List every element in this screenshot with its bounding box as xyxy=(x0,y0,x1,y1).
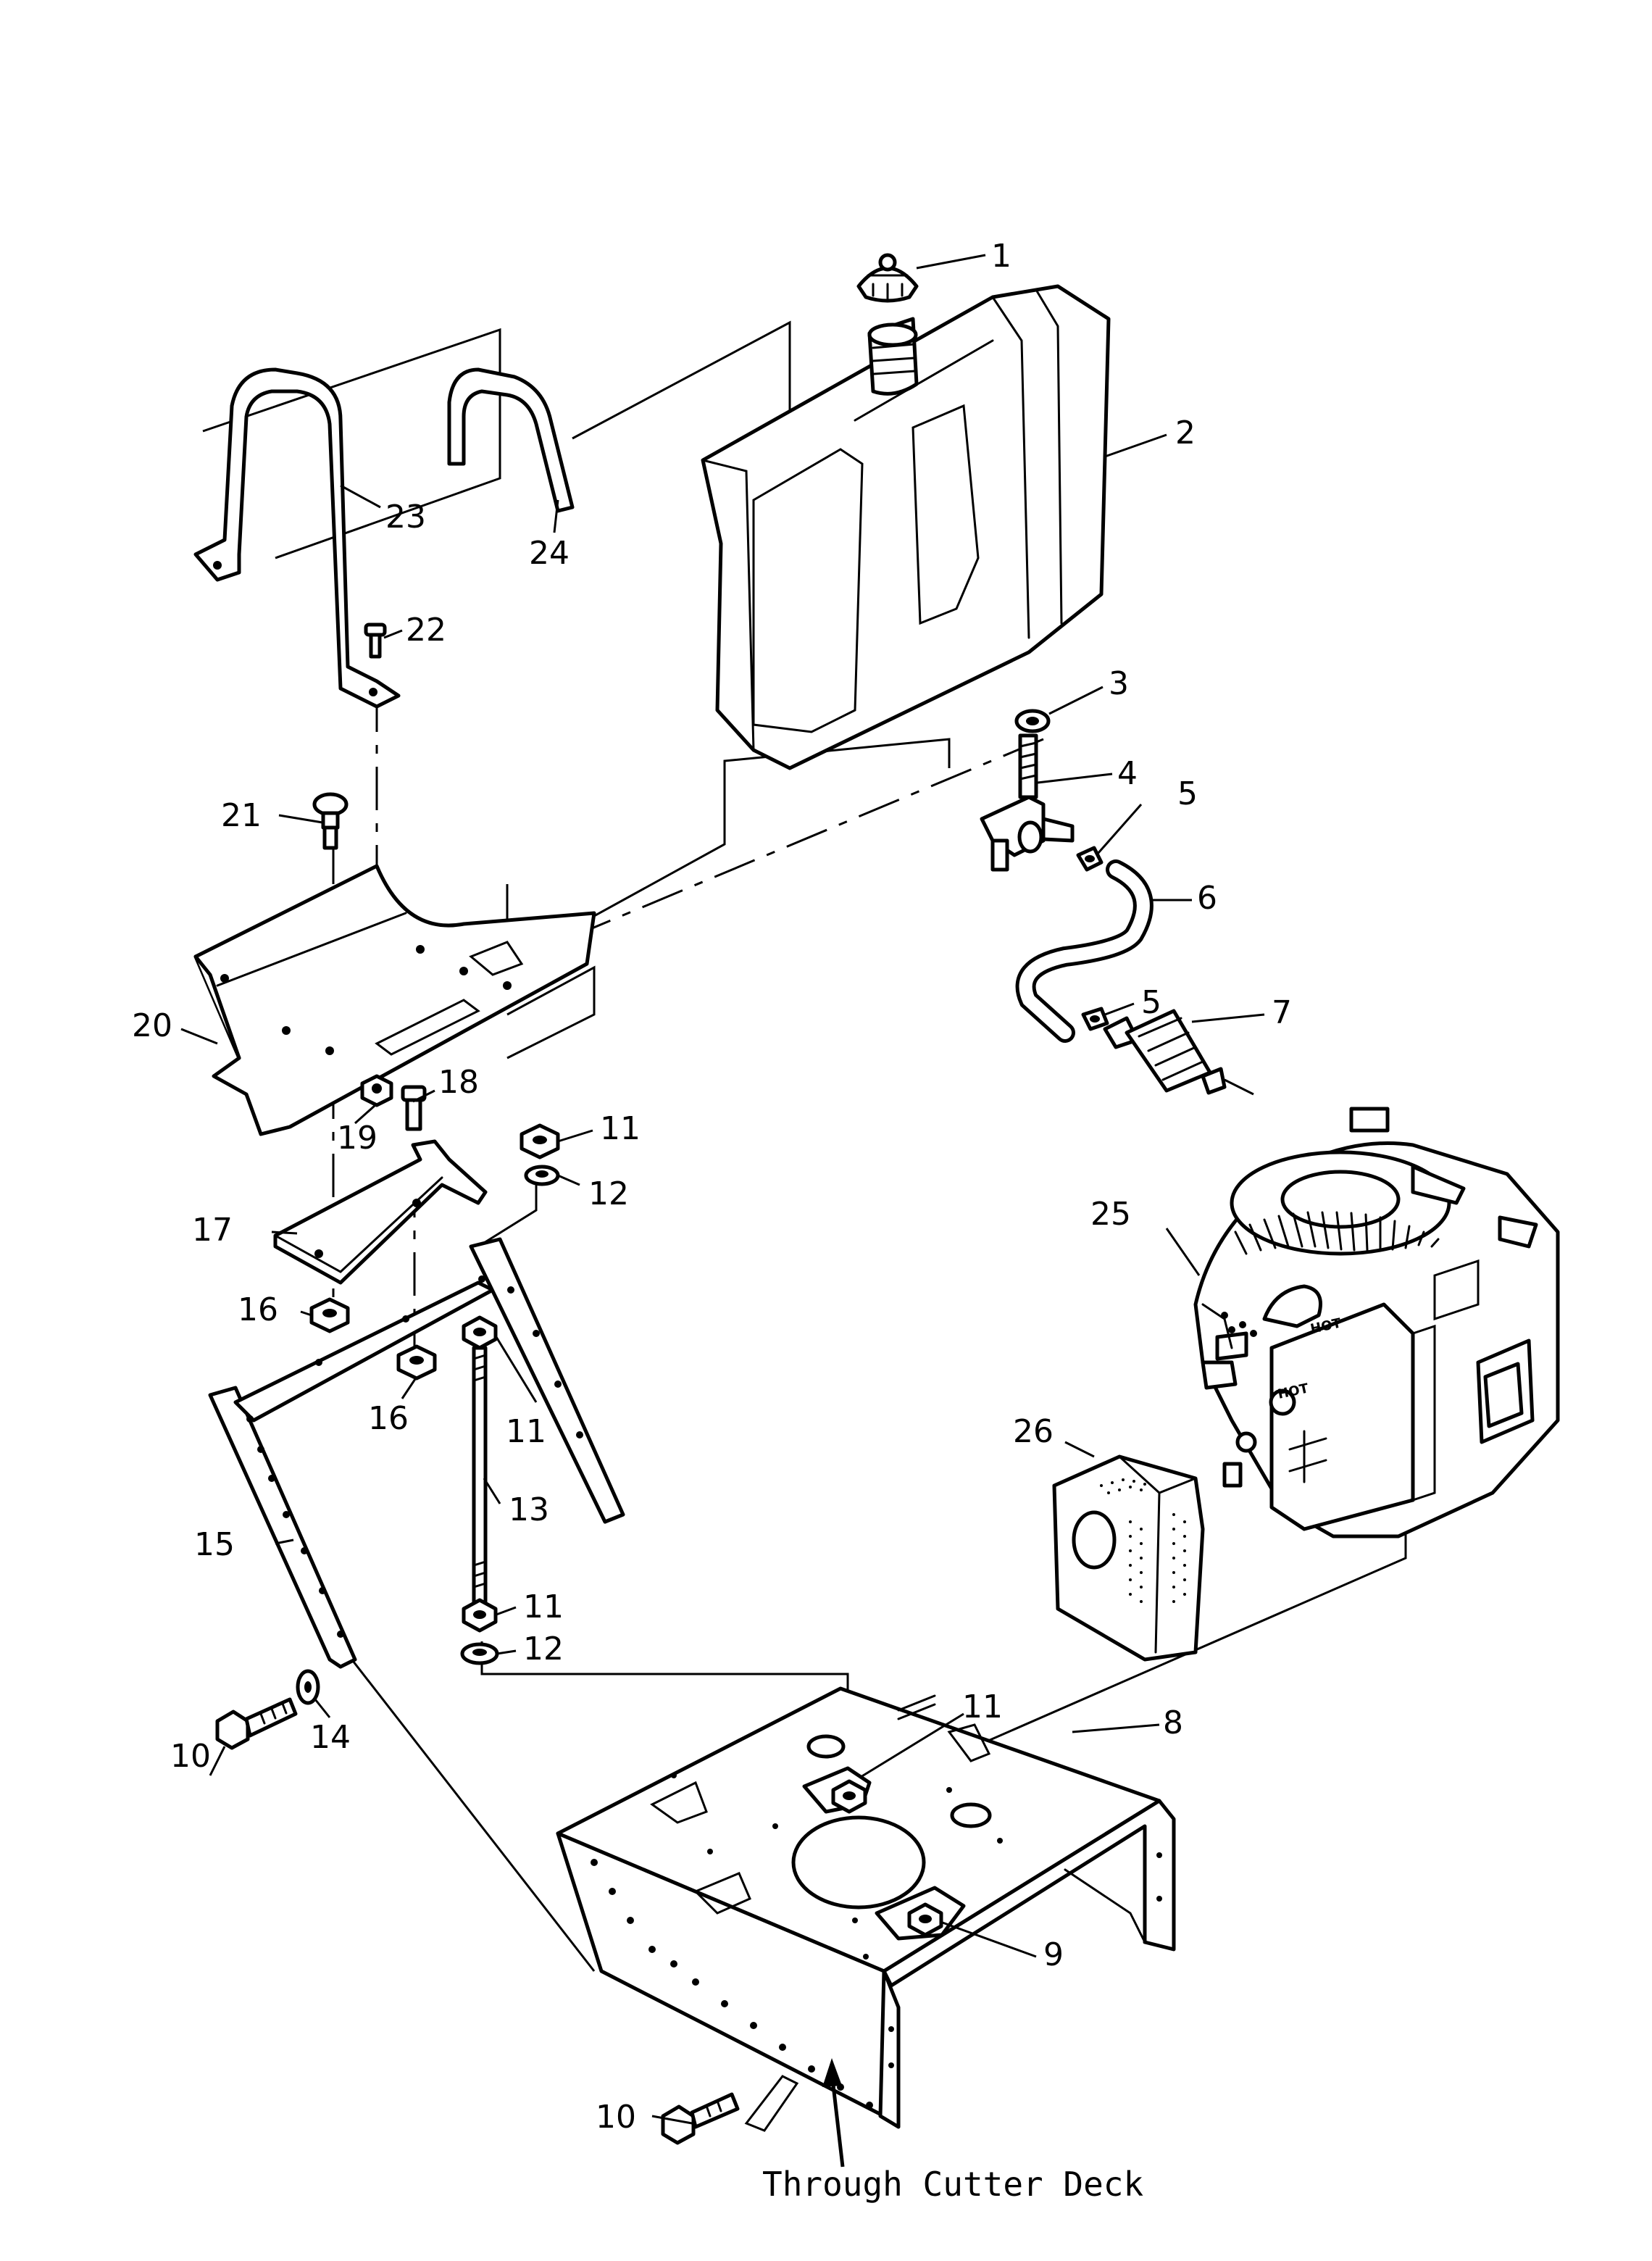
label-16-left: 16 xyxy=(238,1291,278,1328)
washer-14 xyxy=(296,1669,320,1705)
engine: HOT HOT xyxy=(1193,1107,1560,1538)
label-11-top: 11 xyxy=(600,1110,641,1147)
label-24: 24 xyxy=(529,535,570,572)
label-21: 21 xyxy=(221,797,262,834)
muffler-guard xyxy=(1052,1454,1205,1662)
label-7: 7 xyxy=(1272,994,1292,1031)
label-19: 19 xyxy=(337,1120,377,1157)
bolt-18 xyxy=(401,1085,427,1131)
label-22: 22 xyxy=(406,612,446,649)
tank-strap-front xyxy=(447,367,575,513)
support-frame xyxy=(208,1237,625,1669)
bolt-10-lower xyxy=(661,2092,740,2145)
tank-strap-rear xyxy=(193,367,401,709)
deck-plate xyxy=(556,1686,1176,2132)
fuel-cap xyxy=(856,253,919,303)
label-25: 25 xyxy=(1090,1196,1131,1233)
washer-12-top xyxy=(524,1165,560,1186)
cutter-deck-arrow xyxy=(822,2058,845,2168)
strap-bolt xyxy=(364,622,387,659)
label-3: 3 xyxy=(1109,665,1129,702)
label-2: 2 xyxy=(1175,415,1196,451)
part-labels: 1 2 3 4 5 6 5 7 8 9 10 10 11 11 11 11 12… xyxy=(132,238,1292,2136)
label-13: 13 xyxy=(509,1491,549,1528)
hose-clamp-upper xyxy=(1076,846,1104,872)
mounting-bracket xyxy=(273,1139,488,1285)
label-15: 15 xyxy=(194,1526,235,1563)
label-11-rod: 11 xyxy=(506,1413,546,1450)
label-4: 4 xyxy=(1117,755,1138,792)
label-26: 26 xyxy=(1013,1413,1054,1450)
fuel-tank xyxy=(701,284,1111,770)
carriage-bolt xyxy=(312,792,349,850)
label-5-lower: 5 xyxy=(1141,984,1161,1021)
label-5-upper: 5 xyxy=(1177,775,1198,812)
label-10-left: 10 xyxy=(170,1738,211,1775)
fuel-filter xyxy=(1103,1009,1254,1096)
label-8: 8 xyxy=(1163,1704,1183,1741)
leader-lines xyxy=(180,254,1265,2125)
label-6: 6 xyxy=(1197,880,1217,917)
nut-16-right xyxy=(396,1344,437,1381)
threaded-rod xyxy=(460,1315,499,1665)
label-20: 20 xyxy=(132,1007,172,1044)
label-23: 23 xyxy=(385,499,426,536)
label-14: 14 xyxy=(310,1719,351,1756)
nut-11-top xyxy=(520,1123,560,1159)
nut-19 xyxy=(360,1074,393,1107)
muffler-vents xyxy=(1100,1478,1186,1603)
nut-16-left xyxy=(309,1297,350,1333)
label-12-top: 12 xyxy=(588,1175,629,1212)
cutter-deck-note: Through Cutter Deck xyxy=(762,2165,1143,2204)
label-17: 17 xyxy=(192,1212,233,1249)
fuel-valve xyxy=(980,733,1075,872)
grommet xyxy=(1014,709,1051,733)
bolt-10-left xyxy=(215,1697,298,1750)
hose-clamp-lower xyxy=(1081,1007,1109,1031)
label-16-right: 16 xyxy=(368,1400,409,1437)
label-12-lower: 12 xyxy=(523,1631,564,1667)
label-1: 1 xyxy=(991,238,1011,275)
label-11-lower: 11 xyxy=(523,1588,564,1625)
label-11-deck: 11 xyxy=(962,1689,1003,1725)
label-10-lower: 10 xyxy=(596,2099,636,2136)
label-18: 18 xyxy=(438,1064,479,1101)
label-9: 9 xyxy=(1043,1936,1064,1973)
fuel-hose xyxy=(1015,859,1154,1043)
tank-support xyxy=(193,864,596,1136)
